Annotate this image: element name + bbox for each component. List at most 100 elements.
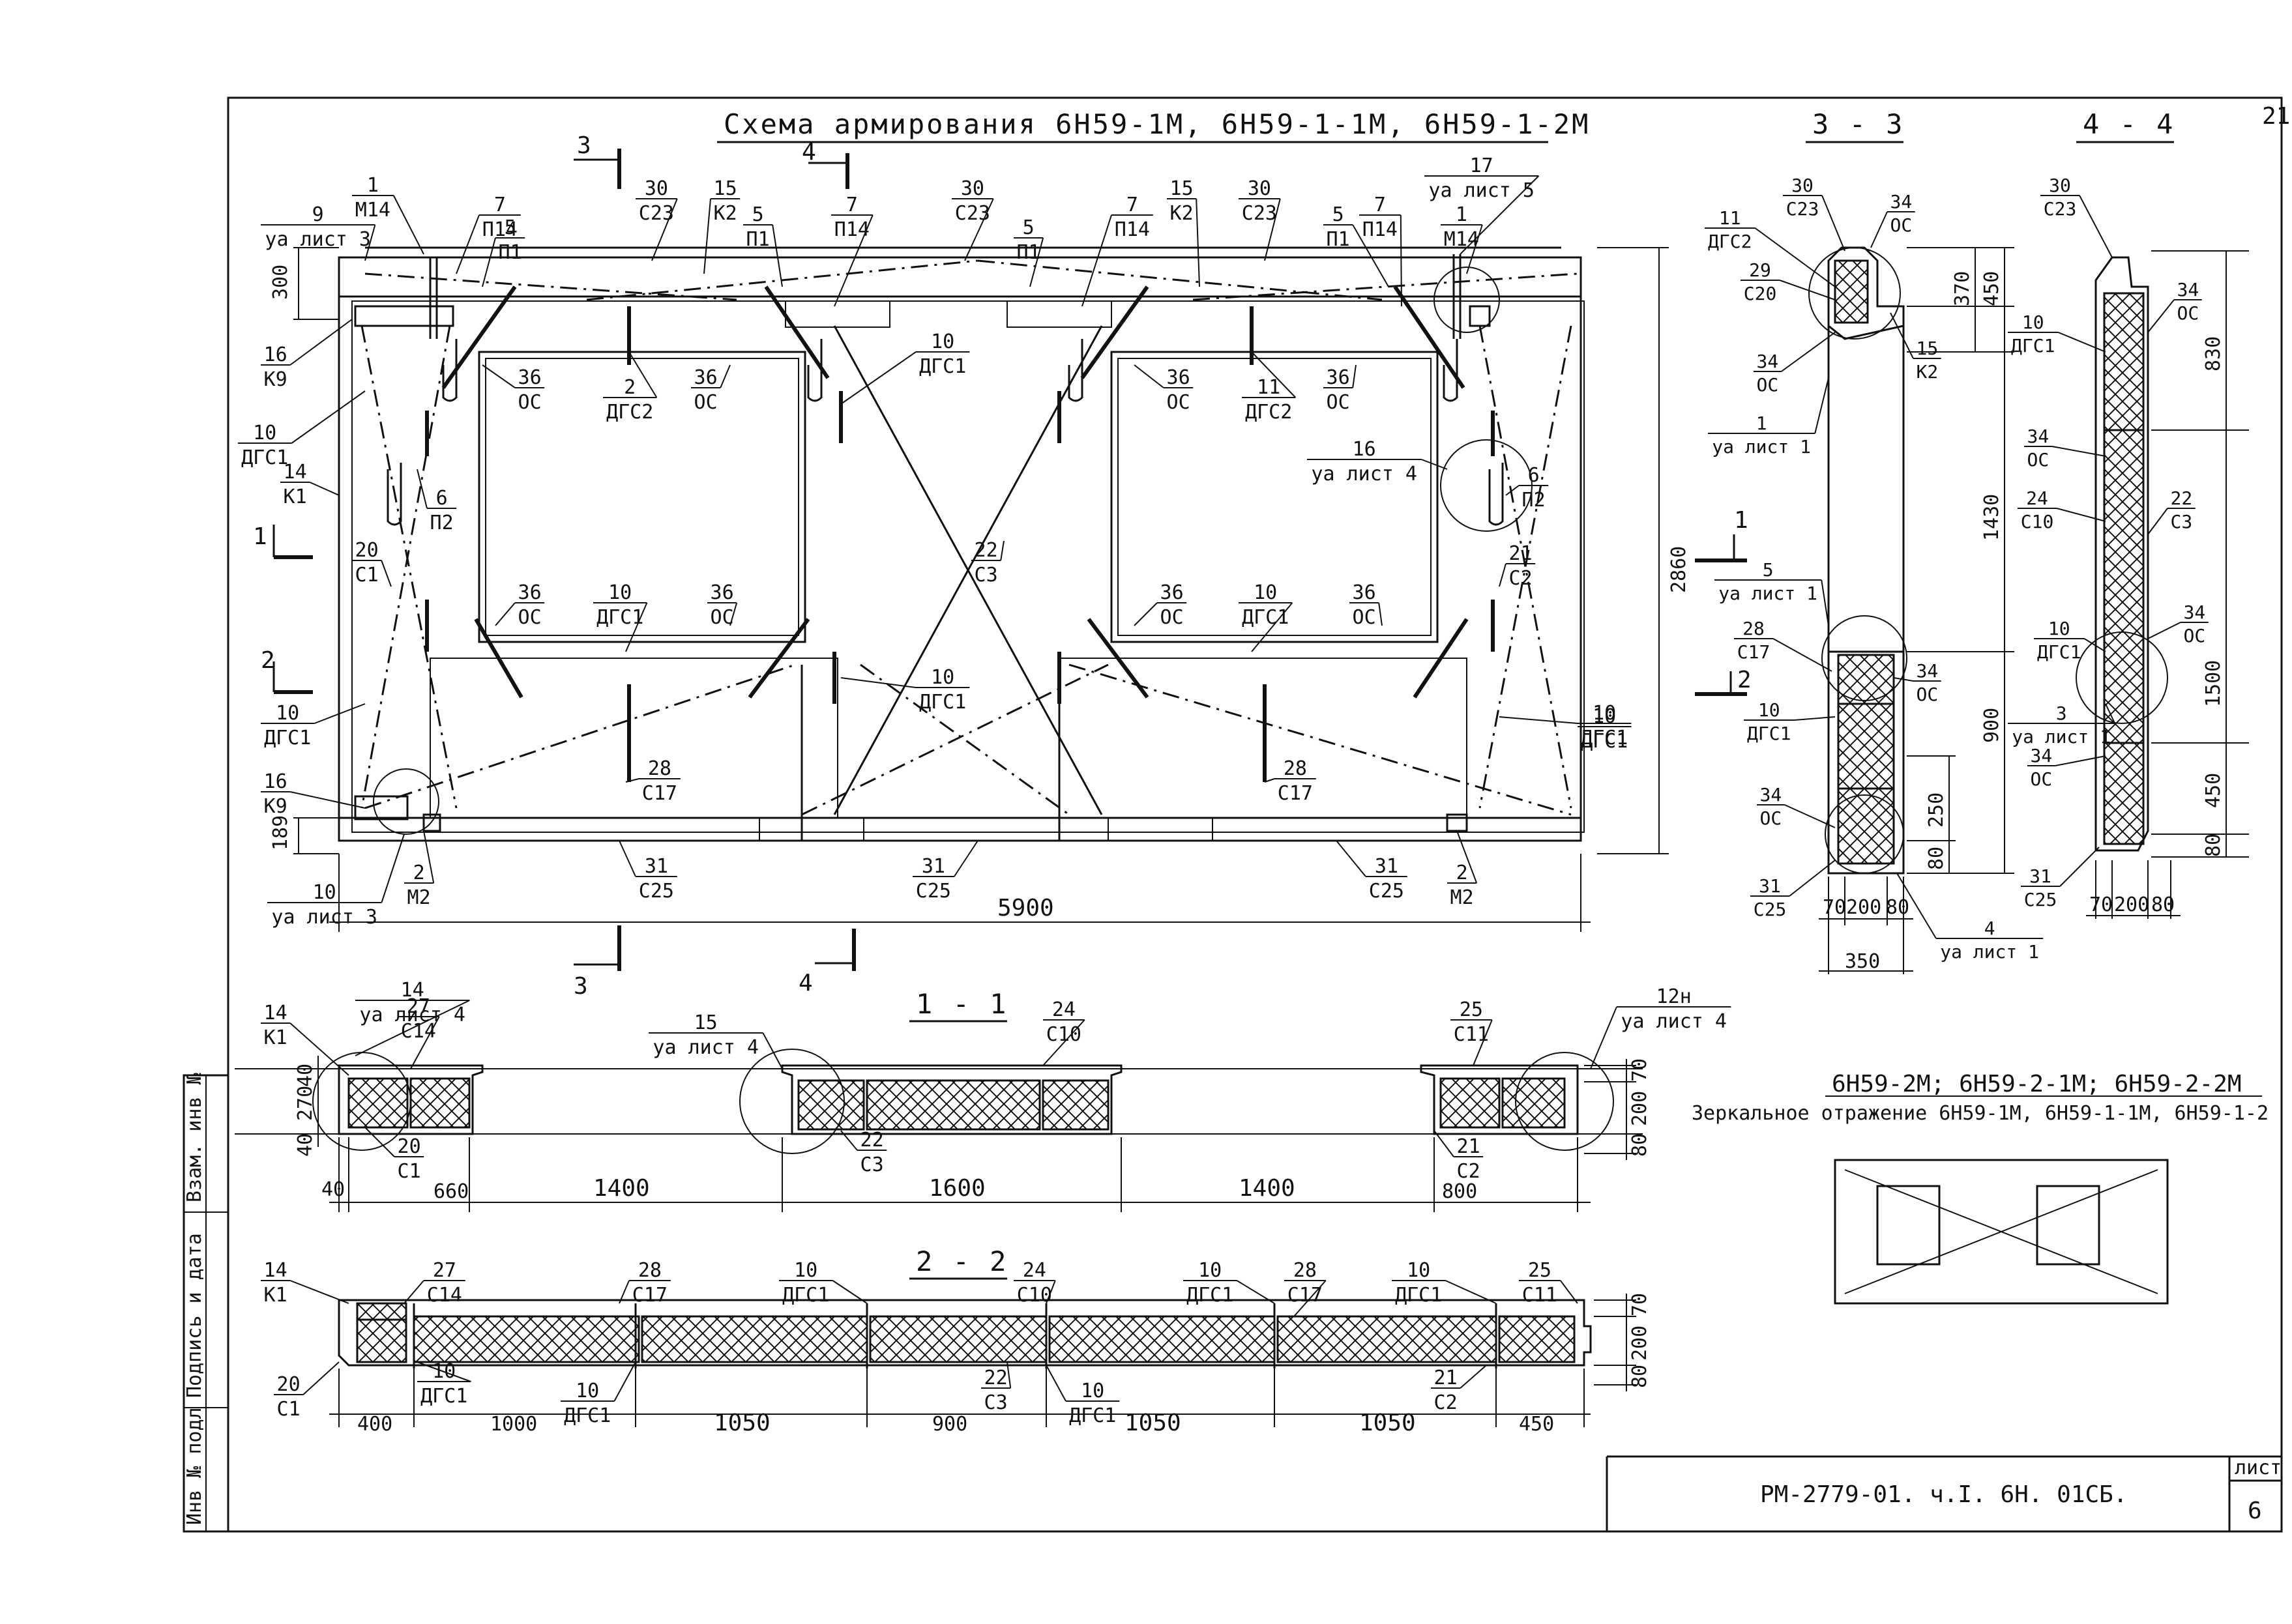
callout-designation: К2 xyxy=(714,202,737,225)
callout-mark: 24 xyxy=(1023,1259,1046,1282)
callout-mark: 10 xyxy=(313,881,336,904)
s33-dim-370: 370 xyxy=(1951,271,1974,306)
callout-designation: ОС xyxy=(1167,391,1190,414)
callout-mark: 34 xyxy=(1760,784,1782,805)
callout-designation: С23 xyxy=(1242,202,1277,225)
callout-mark: 34 xyxy=(1890,191,1913,212)
dim-189: 189 xyxy=(269,815,292,850)
s33-b200: 200 xyxy=(1846,896,1881,919)
callout-designation: ДГС1 xyxy=(1186,1284,1233,1307)
callout-mark: 10 xyxy=(276,702,299,725)
callout-mark: 10 xyxy=(576,1380,599,1402)
callout-main-9: 5П1 xyxy=(1014,216,1044,287)
callout-designation: ДГС1 xyxy=(1581,730,1628,753)
s22-h900: 900 xyxy=(932,1413,967,1436)
s11-v40a: 40 xyxy=(294,1064,317,1087)
mirror-line-1: 6Н59-2М; 6Н59-2-1М; 6Н59-2-2М xyxy=(1832,1071,2242,1097)
callout-mark: 6 xyxy=(436,487,448,510)
s22-r80: 80 xyxy=(1628,1365,1651,1388)
callout-mark: 36 xyxy=(1167,366,1190,389)
side-stamp-cell-2: Подпись и дата xyxy=(183,1233,206,1398)
callout-mark: 10 xyxy=(2048,618,2070,639)
callout-mark: 22 xyxy=(975,539,998,562)
callout-main-6: 5П1 xyxy=(743,203,783,287)
s11-r70: 70 xyxy=(1628,1058,1651,1082)
callout-designation: уа лист 1 xyxy=(2012,726,2111,747)
callout-designation: С10 xyxy=(2021,511,2054,532)
s11-v270: 270 xyxy=(294,1086,317,1121)
callout-mark: 28 xyxy=(1742,618,1765,639)
callout-designation: ОС xyxy=(2027,449,2050,471)
callout-mark: 27 xyxy=(433,1259,456,1282)
s22-h1000: 1000 xyxy=(490,1413,537,1436)
callout-designation: ДГС1 xyxy=(2011,335,2055,356)
callout-mark: 10 xyxy=(1758,699,1780,721)
mirror-sketch xyxy=(1834,1159,2169,1305)
section-2-2-title: 2 - 2 xyxy=(916,1245,1008,1277)
s44-dim-80: 80 xyxy=(2202,834,2225,857)
callout-designation: С23 xyxy=(639,202,674,225)
callout-mark: 7 xyxy=(494,194,506,216)
callout-designation: ДГС1 xyxy=(1581,727,1628,749)
callout-mark: 10 xyxy=(794,1259,817,1282)
s33-b80: 80 xyxy=(1886,896,1909,919)
callout-designation: М2 xyxy=(1450,886,1474,909)
callout-mark: 2 xyxy=(413,862,425,884)
callout-designation: К2 xyxy=(1170,202,1194,225)
section-2-2-labels: 14К127С1428С1710ДГС124С1010ДГС128С1710ДГ… xyxy=(261,1259,1578,1427)
callout-designation: ОС xyxy=(2031,768,2053,790)
callout-designation: ОС xyxy=(1890,214,1913,236)
callout-mark: 25 xyxy=(1460,998,1483,1021)
callout-designation: С3 xyxy=(975,564,998,587)
section-3-3-title: 3 - 3 xyxy=(1812,108,1904,140)
s44-b80: 80 xyxy=(2151,893,2175,916)
callout-mark: 36 xyxy=(1327,366,1350,389)
callout-mark: 30 xyxy=(645,177,668,200)
callout-designation: ОС xyxy=(518,391,542,414)
section-cut-markers: 1 2 3 3 4 4 xyxy=(253,132,856,1000)
s11-r200: 200 xyxy=(1628,1091,1651,1126)
s33-dim-250: 250 xyxy=(1925,792,1948,828)
callout-designation: С1 xyxy=(398,1160,421,1183)
callout-designation: С11 xyxy=(1522,1284,1557,1307)
callout-designation: уа лист 3 xyxy=(265,228,371,251)
cut-2-label: 2 xyxy=(261,647,275,674)
s22-h1050a: 1050 xyxy=(714,1410,771,1436)
callout-designation: ДГС1 xyxy=(596,606,643,629)
callout-designation: К1 xyxy=(284,486,307,508)
s11-h660: 660 xyxy=(433,1180,469,1203)
callout-designation: С17 xyxy=(1287,1284,1323,1307)
callout-designation: ДГС2 xyxy=(1245,401,1292,424)
callout-designation: ДГС1 xyxy=(919,691,966,714)
callout-designation: П14 xyxy=(1362,218,1398,241)
dim-height: 2860 xyxy=(1668,546,1690,593)
callout-mark: 34 xyxy=(2027,426,2050,447)
callout-designation: П1 xyxy=(1327,228,1350,251)
